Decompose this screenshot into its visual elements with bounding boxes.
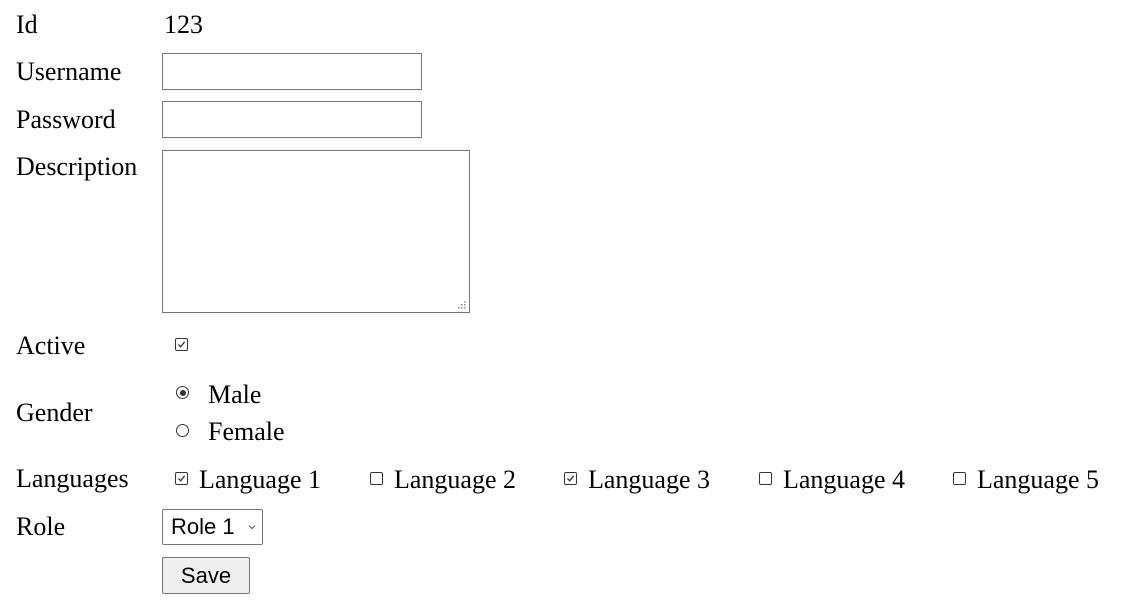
language-5-label[interactable]: Language 5 <box>977 465 1100 494</box>
languages-label: Languages <box>16 464 129 493</box>
language-2-checkbox[interactable] <box>370 472 383 485</box>
gender-male-label[interactable]: Male <box>208 380 262 409</box>
checkbox-icon <box>178 475 186 482</box>
description-textarea[interactable] <box>162 150 470 313</box>
role-select-value: Role 1 <box>171 514 235 539</box>
active-label: Active <box>16 331 86 360</box>
radio-icon <box>179 389 186 396</box>
username-label: Username <box>16 57 122 86</box>
language-1-label[interactable]: Language 1 <box>199 465 322 494</box>
language-1-checkbox[interactable] <box>175 472 188 485</box>
active-checkbox[interactable] <box>175 338 188 351</box>
save-button[interactable]: Save <box>162 557 250 594</box>
role-label: Role <box>16 512 66 541</box>
checkbox-icon <box>567 475 575 482</box>
password-label: Password <box>16 105 116 134</box>
language-3-label[interactable]: Language 3 <box>588 465 711 494</box>
password-input[interactable] <box>162 101 422 138</box>
id-label: Id <box>16 10 38 39</box>
gender-female-label[interactable]: Female <box>208 417 285 446</box>
username-input[interactable] <box>162 53 422 90</box>
id-value: 123 <box>164 10 203 39</box>
gender-radio-male[interactable] <box>176 386 189 399</box>
language-4-checkbox[interactable] <box>759 472 772 485</box>
chevron-down-icon <box>248 525 256 530</box>
gender-label: Gender <box>16 398 93 427</box>
role-select[interactable]: Role 1 <box>162 509 263 545</box>
gender-radio-female[interactable] <box>176 424 189 437</box>
language-2-label[interactable]: Language 2 <box>394 465 517 494</box>
description-label: Description <box>16 152 138 181</box>
checkbox-icon <box>178 341 186 348</box>
language-3-checkbox[interactable] <box>564 472 577 485</box>
language-5-checkbox[interactable] <box>953 472 966 485</box>
language-4-label[interactable]: Language 4 <box>783 465 906 494</box>
